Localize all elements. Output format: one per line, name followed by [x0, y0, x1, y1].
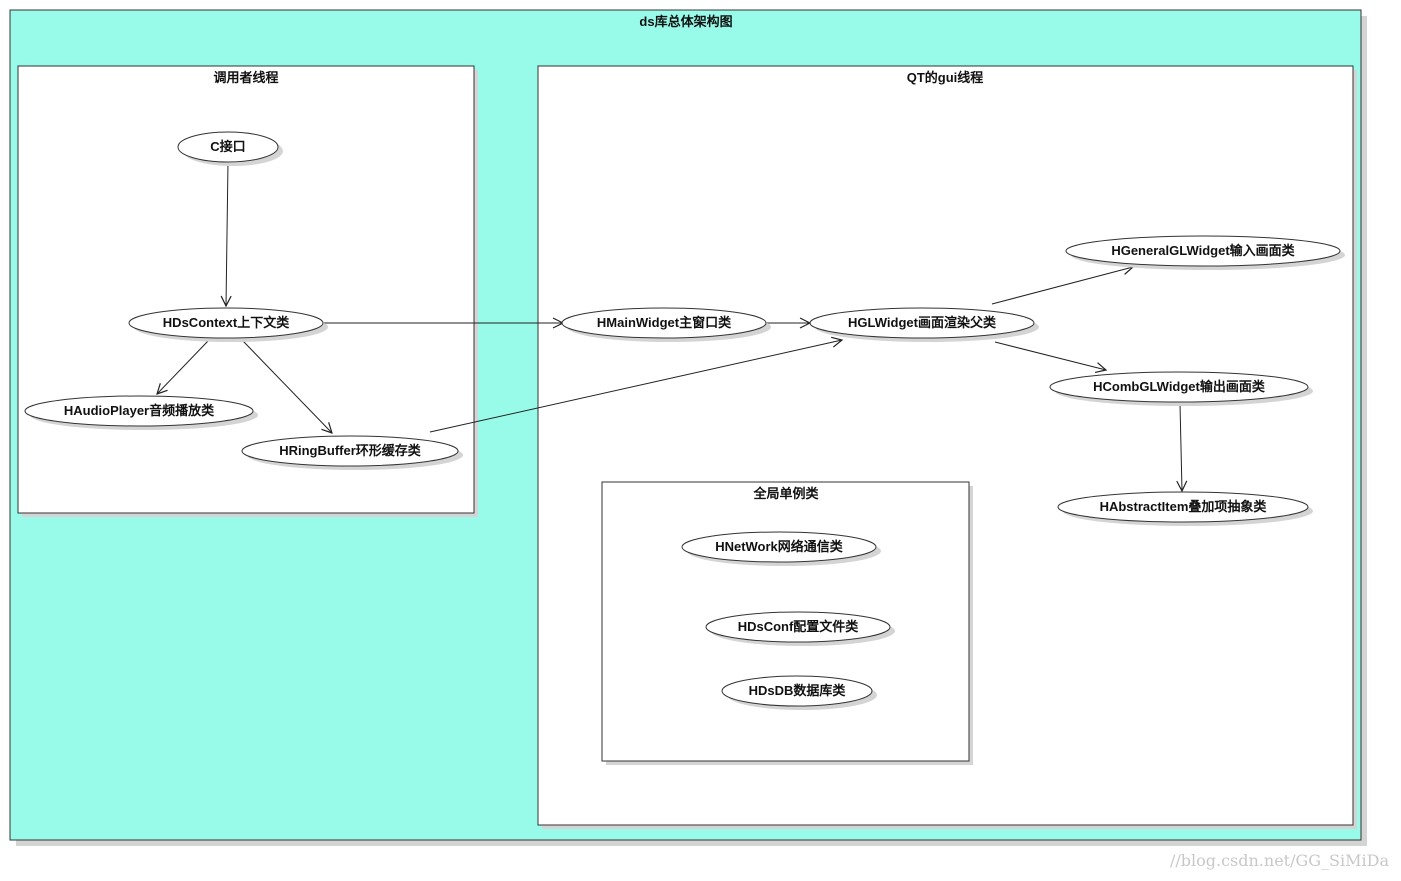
node-main-widget[interactable]: HMainWidget主窗口类 [561, 307, 771, 342]
node-abstract-item[interactable]: HAbstractItem叠加项抽象类 [1057, 491, 1313, 526]
node-ds-conf[interactable]: HDsConf配置文件类 [705, 611, 895, 646]
node-c-api-label: C接口 [210, 139, 245, 154]
edge-capi-to-context [226, 161, 228, 306]
node-ring-buffer-label: HRingBuffer环形缓存类 [279, 443, 422, 458]
diagram-title: ds库总体架构图 [639, 14, 732, 29]
node-network[interactable]: HNetWork网络通信类 [681, 531, 881, 566]
node-general-gl-widget-label: HGeneralGLWidget输入画面类 [1111, 243, 1295, 258]
node-gl-widget-label: HGLWidget画面渲染父类 [848, 315, 997, 330]
node-network-label: HNetWork网络通信类 [715, 539, 844, 554]
edge-context-to-ringbuffer [242, 340, 332, 433]
node-ds-context[interactable]: HDsContext上下文类 [128, 307, 328, 342]
node-abstract-item-label: HAbstractItem叠加项抽象类 [1100, 499, 1268, 514]
node-c-api[interactable]: C接口 [177, 131, 283, 166]
node-gl-widget[interactable]: HGLWidget画面渲染父类 [809, 307, 1039, 342]
edges [157, 161, 1182, 491]
node-ds-db[interactable]: HDsDB数据库类 [721, 675, 877, 710]
watermark: //blog.csdn.net/GG_SiMiDa [1170, 851, 1389, 870]
group-caller-title: 调用者线程 [213, 70, 278, 85]
edge-comb-to-abstractitem [1180, 403, 1182, 491]
edge-ringbuffer-to-glwidget [429, 340, 842, 433]
node-ring-buffer[interactable]: HRingBuffer环形缓存类 [241, 435, 463, 470]
node-comb-gl-widget[interactable]: HCombGLWidget输出画面类 [1049, 371, 1313, 406]
node-comb-gl-widget-label: HCombGLWidget输出画面类 [1093, 379, 1266, 394]
node-ds-db-label: HDsDB数据库类 [749, 683, 847, 698]
node-main-widget-label: HMainWidget主窗口类 [597, 315, 732, 330]
edge-glwidget-to-general [991, 267, 1133, 305]
group-singleton-title: 全局单例类 [752, 486, 819, 501]
edge-context-to-audio [157, 340, 209, 394]
node-ds-context-label: HDsContext上下文类 [163, 315, 290, 330]
node-general-gl-widget[interactable]: HGeneralGLWidget输入画面类 [1065, 235, 1345, 270]
group-gui-title: QT的gui线程 [907, 70, 984, 85]
node-audio-player-label: HAudioPlayer音频播放类 [64, 403, 215, 418]
edge-glwidget-to-comb [994, 341, 1106, 370]
node-audio-player[interactable]: HAudioPlayer音频播放类 [24, 395, 258, 430]
node-ds-conf-label: HDsConf配置文件类 [738, 619, 860, 634]
